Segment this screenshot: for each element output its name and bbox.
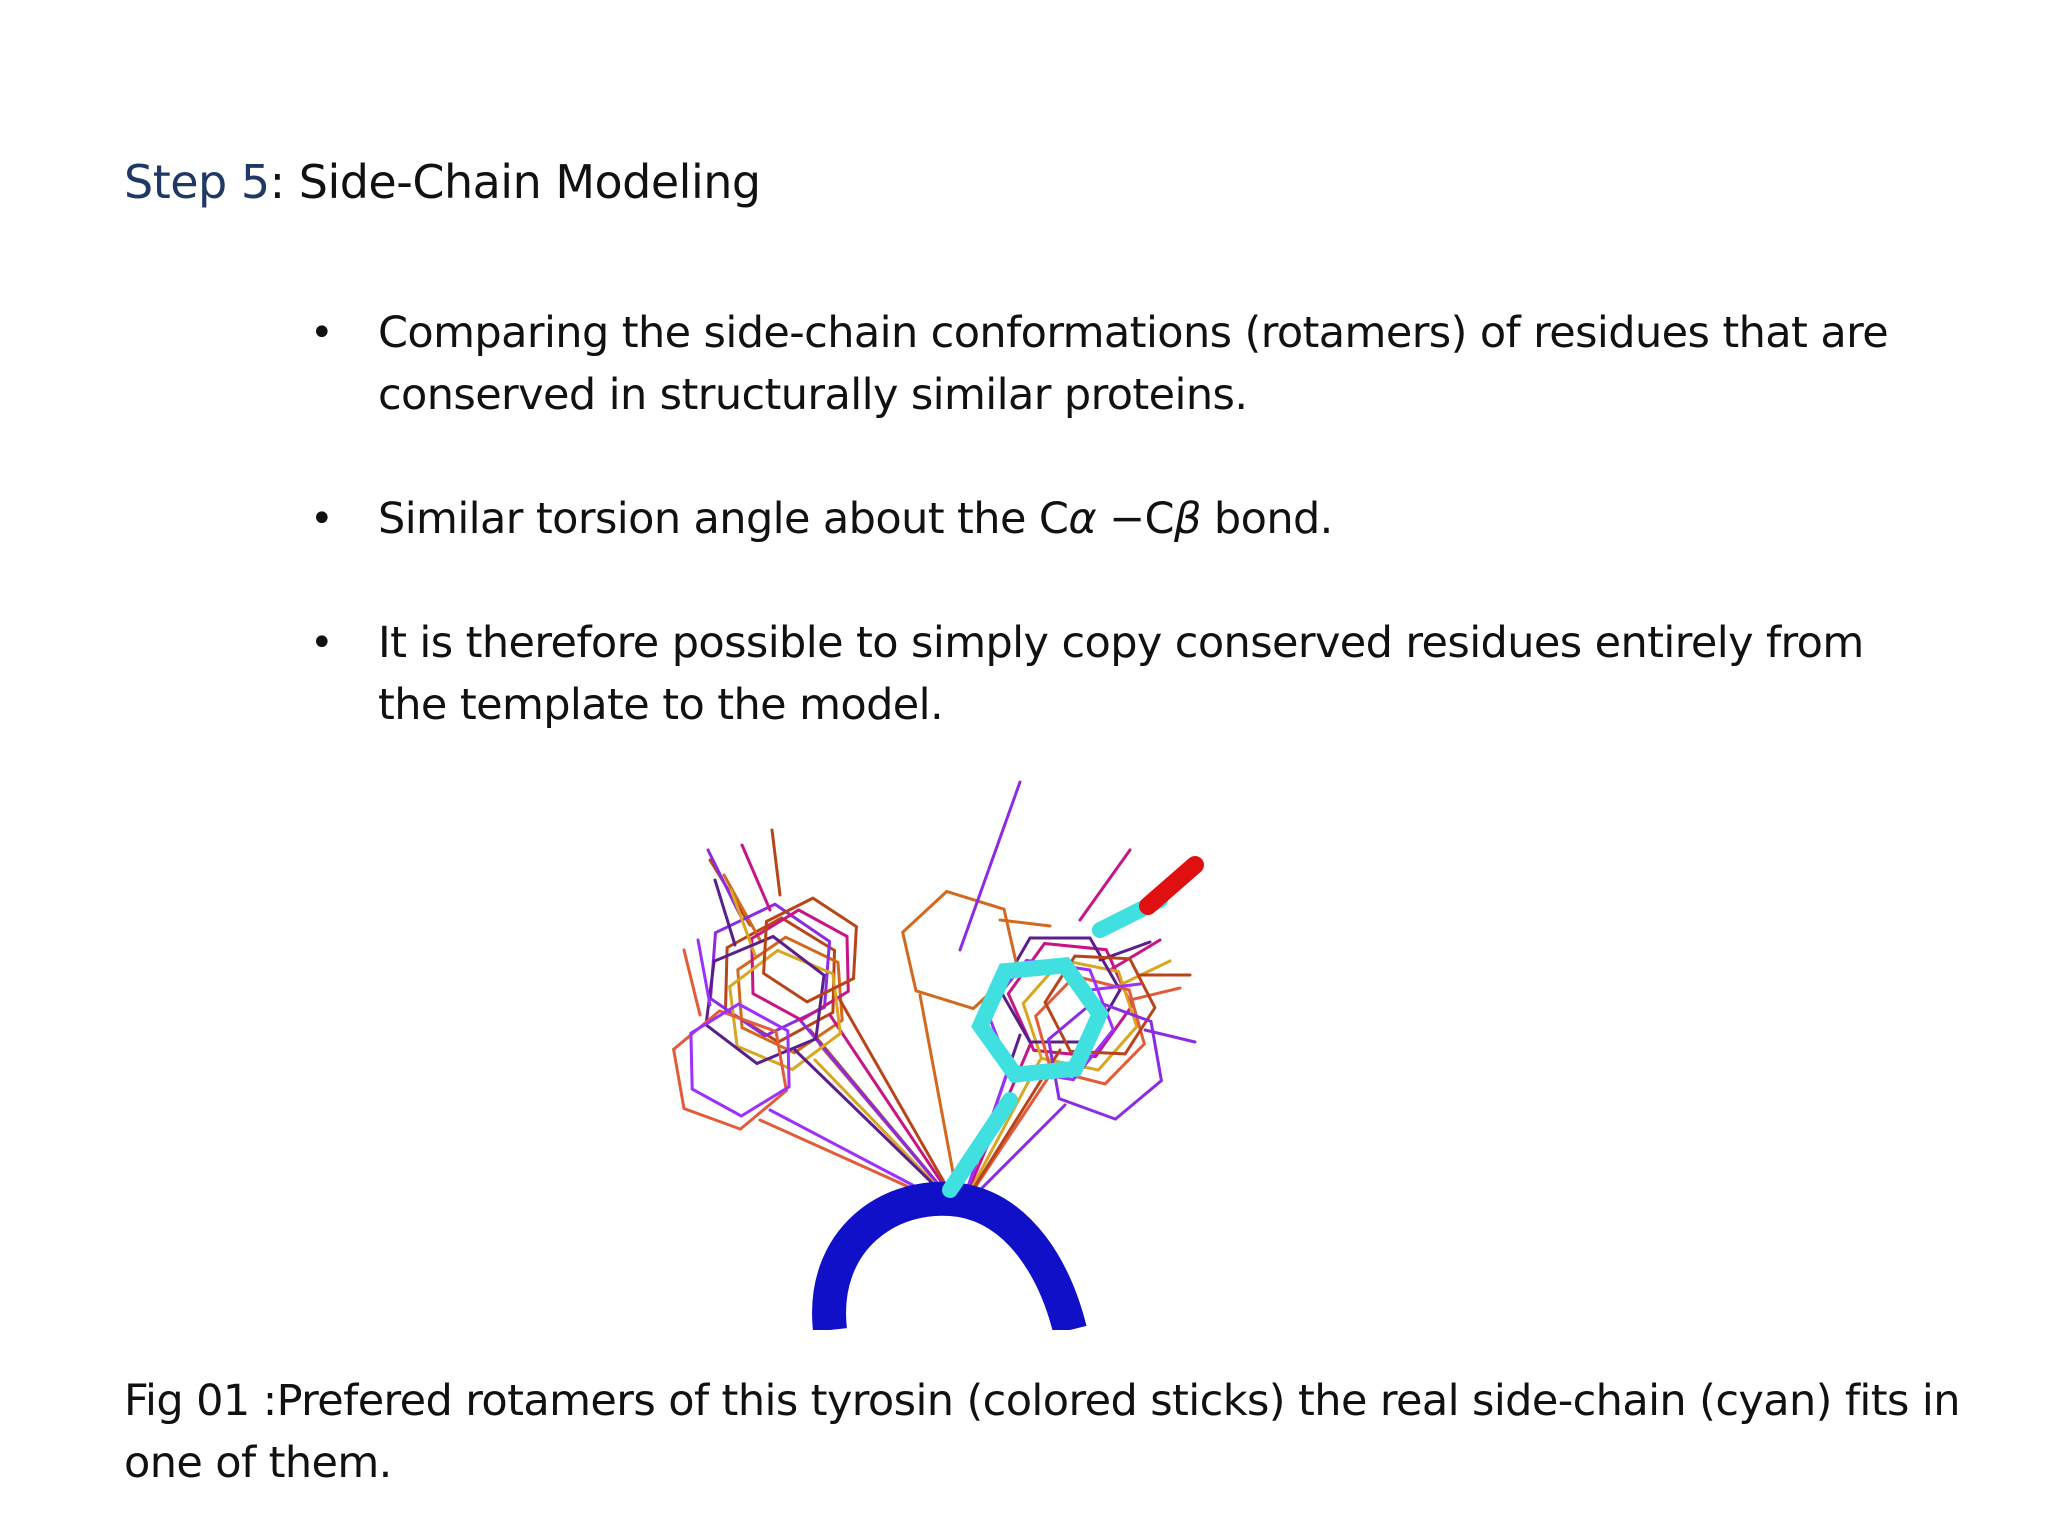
rotamer-bond xyxy=(740,843,772,912)
rotamer-ring xyxy=(708,902,832,1038)
rotamer-ring xyxy=(1046,999,1164,1121)
rotamer-bond xyxy=(1108,938,1162,972)
rotamer-bond xyxy=(1128,986,1182,1002)
rotamer-bond xyxy=(1078,848,1132,922)
rotamer-ring xyxy=(1006,941,1134,1059)
alpha-symbol: α xyxy=(1068,494,1097,544)
rotamer-ring xyxy=(704,934,826,1066)
bullet-text: It is therefore possible to simply copy … xyxy=(378,618,1864,730)
rotamer-ring xyxy=(671,1009,789,1131)
rotamer-bond xyxy=(838,998,962,1212)
rotamer-sticks-right xyxy=(901,780,1197,1212)
rotamer-bond xyxy=(958,780,1022,952)
bullet-item: It is therefore possible to simply copy … xyxy=(306,612,1926,736)
rotamer-bond xyxy=(682,948,702,1017)
rotamer-bond xyxy=(958,1058,1042,1212)
bullet-text: Comparing the side-chain conformations (… xyxy=(378,308,1889,420)
slide-title: Step 5: Side-Chain Modeling xyxy=(124,150,761,214)
rotamer-ring xyxy=(736,935,844,1055)
title-step-label: Step 5 xyxy=(124,155,270,209)
rotamer-bond xyxy=(828,1013,962,1212)
bullet-text-before: Similar torsion angle about the C xyxy=(378,494,1069,544)
rotamer-ring xyxy=(750,908,850,1022)
backbone-ribbon xyxy=(812,1181,1087,1330)
rotamer-bond xyxy=(713,878,737,947)
rotamer-bond xyxy=(798,1018,962,1212)
rotamer-bond xyxy=(1118,959,1172,987)
beta-symbol: β xyxy=(1174,494,1201,544)
rotamer-figure xyxy=(671,780,1204,1330)
rotamer-ring xyxy=(689,1002,791,1118)
rotamer-bond xyxy=(1088,982,1142,992)
figure-caption: Fig 01 :Prefered rotamers of this tyrosi… xyxy=(124,1376,1960,1488)
bullet-list: Comparing the side-chain conformations (… xyxy=(306,302,1926,798)
real-side-chain-bond xyxy=(942,1092,1018,1198)
rotamer-ring xyxy=(901,889,1019,1011)
rotamer-bond xyxy=(696,938,712,1007)
rotamer-ring xyxy=(1043,954,1157,1056)
bullet-item: Comparing the side-chain conformations (… xyxy=(306,302,1926,426)
rotamer-sticks-left xyxy=(671,828,962,1212)
rotamer-bond xyxy=(998,918,1052,928)
real-side-chain xyxy=(942,856,1204,1198)
oxygen-atom xyxy=(1139,856,1204,915)
bullet-text-middle: −C xyxy=(1096,494,1174,544)
title-text: : Side-Chain Modeling xyxy=(269,155,761,209)
bullet-item: Similar torsion angle about the Cα −Cβ b… xyxy=(306,488,1926,550)
rotamer-ring xyxy=(1021,958,1139,1072)
rotamer-ring xyxy=(1034,974,1146,1086)
rotamer-bond xyxy=(722,873,762,942)
real-side-chain-ring xyxy=(971,956,1109,1084)
rotamer-bond xyxy=(1143,1028,1197,1044)
rotamer-bond xyxy=(770,828,782,897)
bullet-text-after: bond. xyxy=(1200,494,1333,544)
rotamer-ring xyxy=(728,948,842,1072)
rotamer-ring xyxy=(762,896,858,1004)
